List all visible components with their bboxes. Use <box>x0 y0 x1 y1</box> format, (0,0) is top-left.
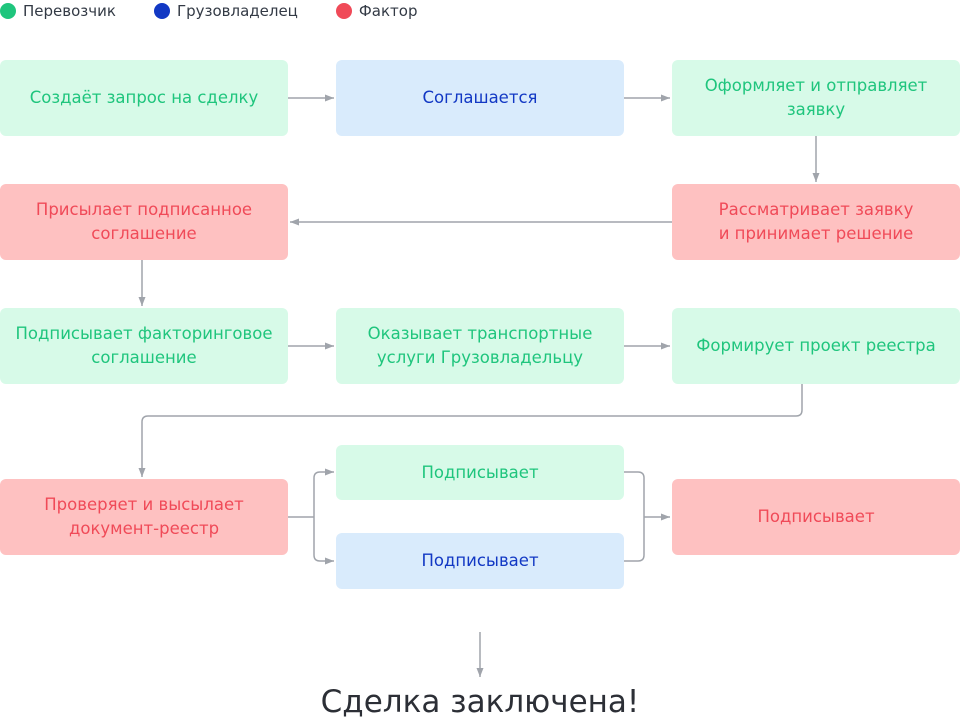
step-agrees: Соглашается <box>336 60 624 136</box>
factor-dot-icon <box>335 3 352 19</box>
step-send-signed-agreement: Присылает подписанное соглашение <box>0 184 288 260</box>
step-submit-application: Оформляет и отправляет заявку <box>672 60 960 136</box>
legend-label-carrier: Перевозчик <box>23 2 116 20</box>
legend-item-shipper: Грузовладелец <box>153 2 298 20</box>
legend-item-carrier: Перевозчик <box>0 2 116 20</box>
step-create-request: Создаёт запрос на сделку <box>0 60 288 136</box>
connector-s11-merge <box>624 517 645 562</box>
connector-s8-s9 <box>138 384 803 477</box>
connector-s10-merge <box>624 471 645 517</box>
carrier-dot-icon <box>0 3 16 19</box>
step-check-send-registry: Проверяет и высылает документ-реестр <box>0 479 288 555</box>
step-create-registry-draft: Формирует проект реестра <box>672 308 960 384</box>
step-shipper-signs: Подписывает <box>336 533 624 589</box>
step-review-application: Рассматривает заявку и принимает решение <box>672 184 960 260</box>
legend-item-factor: Фактор <box>335 2 418 20</box>
shipper-dot-icon <box>153 3 170 19</box>
legend-label-factor: Фактор <box>358 2 418 20</box>
connector-split-s11 <box>313 517 334 565</box>
step-sign-factoring-agreement: Подписывает факторинговое соглашение <box>0 308 288 384</box>
deal-closed-title: Сделка заключена! <box>320 684 640 720</box>
legend: Перевозчик Грузовладелец Фактор <box>0 0 456 22</box>
step-provide-transport: Оказывает транспортные услуги Грузовладе… <box>336 308 624 384</box>
legend-label-shipper: Грузовладелец <box>176 2 298 20</box>
step-carrier-signs: Подписывает <box>336 445 624 500</box>
connector-split-s10 <box>313 468 334 517</box>
step-factor-signs: Подписывает <box>672 479 960 555</box>
